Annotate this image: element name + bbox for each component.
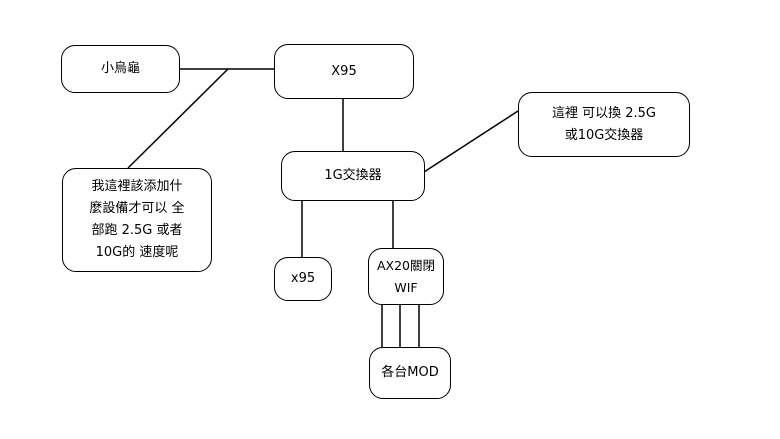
node-x95-bottom-label: x95 [290,271,316,286]
note-left-line-4: 10G的 速度呢 [95,245,179,260]
note-right-line-1: 這裡 可以換 2.5G [551,105,656,121]
node-ax20: AX20關閉WIF [368,248,444,305]
line-note-left [127,68,229,169]
note-left-line-1: 我這裡該添加什 [91,179,183,194]
node-x95-bottom: x95 [274,257,332,301]
note-left-line-3: 部跑 2.5G 或者 [91,223,183,238]
node-x95-top: X95 [274,44,414,99]
note-left-line-2: 麼設備才可以 全 [89,201,185,216]
node-switch-1g: 1G交換器 [281,151,425,201]
node-mod: 各台MOD [369,347,451,399]
node-note-right: 這裡 可以換 2.5G 或10G交換器 [518,92,690,157]
node-x95-top-label: X95 [331,63,357,79]
note-right-line-2: 或10G交換器 [564,127,644,143]
node-note-left: 我這裡該添加什 麼設備才可以 全 部跑 2.5G 或者 10G的 速度呢 [62,168,212,272]
node-mod-label: 各台MOD [381,365,439,380]
node-switch-1g-label: 1G交換器 [324,168,382,183]
node-turtle: 小烏龜 [61,45,180,93]
node-turtle-label: 小烏龜 [100,61,140,76]
line-note-right [423,110,519,173]
node-ax20-label: AX20關閉WIF [376,257,436,295]
